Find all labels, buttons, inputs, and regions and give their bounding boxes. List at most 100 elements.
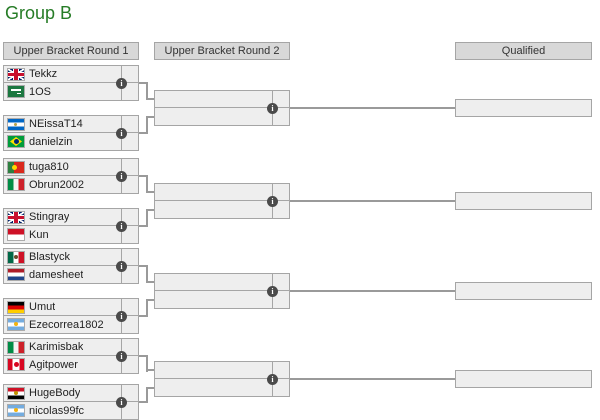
score-cell xyxy=(272,201,289,218)
player-row xyxy=(155,291,289,308)
score-cell xyxy=(121,339,138,355)
match-r1-8: HugeBody nicolas99fc i xyxy=(3,384,139,420)
connector-line xyxy=(139,355,147,357)
qualified-slot-1 xyxy=(455,99,592,117)
player-row: Kun xyxy=(4,226,138,243)
player-name: Stingray xyxy=(29,211,70,223)
info-icon[interactable]: i xyxy=(116,397,127,408)
info-icon[interactable]: i xyxy=(116,351,127,362)
score-cell xyxy=(272,91,289,107)
connector-line xyxy=(290,200,455,202)
player-row: 1OS xyxy=(4,83,138,100)
info-icon[interactable]: i xyxy=(116,171,127,182)
connector-line xyxy=(146,82,148,100)
info-icon[interactable]: i xyxy=(116,78,127,89)
player-row xyxy=(155,274,289,291)
player-row: Obrun2002 xyxy=(4,176,138,193)
flag-portugal-icon xyxy=(8,161,24,173)
player-name: Umut xyxy=(29,301,56,313)
connector-line xyxy=(139,132,147,134)
player-row: Agitpower xyxy=(4,356,138,373)
player-name: Obrun2002 xyxy=(29,178,85,191)
flag-egypt-icon xyxy=(8,387,24,399)
flag-indonesia-icon xyxy=(8,229,24,240)
match-r1-6: Umut Ezecorrea1802 i xyxy=(3,298,139,334)
flag-united-kingdom-icon xyxy=(8,68,24,80)
flag-nicaragua-icon xyxy=(8,118,24,130)
score-cell xyxy=(121,66,138,82)
player-row: Karimisbak xyxy=(4,339,138,356)
connector-line xyxy=(146,98,156,100)
flag-saudi-arabia-icon xyxy=(8,86,24,97)
info-icon[interactable]: i xyxy=(116,311,127,322)
connector-line xyxy=(146,209,148,227)
info-icon[interactable]: i xyxy=(116,221,127,232)
connector-line xyxy=(139,175,147,177)
connector-line xyxy=(146,175,148,193)
score-cell xyxy=(121,116,138,132)
connector-line xyxy=(139,401,147,403)
player-name: nicolas99fc xyxy=(29,404,85,417)
connector-line xyxy=(146,191,156,193)
qualified-slot-2 xyxy=(455,192,592,210)
qualified-slot-3 xyxy=(455,282,592,300)
score-cell xyxy=(272,362,289,378)
match-r1-5: Blastyck damesheet i xyxy=(3,248,139,284)
match-r2-3: i xyxy=(154,273,290,309)
qualified-slot-4 xyxy=(455,370,592,388)
player-row: damesheet xyxy=(4,266,138,283)
score-cell xyxy=(272,291,289,308)
match-r1-2: NEissaT14 danielzin i xyxy=(3,115,139,151)
score-cell xyxy=(121,356,138,373)
connector-line xyxy=(146,116,148,134)
player-name: Ezecorrea1802 xyxy=(29,318,104,331)
connector-line xyxy=(146,265,148,283)
connector-line xyxy=(139,225,147,227)
connector-line xyxy=(139,82,147,84)
score-cell xyxy=(121,83,138,100)
player-row xyxy=(155,91,289,108)
score-cell xyxy=(121,316,138,333)
player-row: tuga810 xyxy=(4,159,138,176)
match-r1-1: Tekkz 1OS i xyxy=(3,65,139,101)
player-row: danielzin xyxy=(4,133,138,150)
flag-mexico-icon xyxy=(8,251,24,263)
connector-line xyxy=(290,290,455,292)
match-r2-1: i xyxy=(154,90,290,126)
player-row xyxy=(155,379,289,396)
flag-italy-icon xyxy=(8,341,24,353)
match-r1-3: tuga810 Obrun2002 i xyxy=(3,158,139,194)
info-icon[interactable]: i xyxy=(267,374,278,385)
player-name: Blastyck xyxy=(29,251,70,263)
match-r2-2: i xyxy=(154,183,290,219)
info-icon[interactable]: i xyxy=(116,261,127,272)
score-cell xyxy=(121,133,138,150)
page-title: Group B xyxy=(5,3,73,23)
player-row xyxy=(155,362,289,379)
score-cell xyxy=(121,209,138,225)
info-icon[interactable]: i xyxy=(267,286,278,297)
flag-germany-icon xyxy=(8,301,24,313)
match-r1-7: Karimisbak Agitpower i xyxy=(3,338,139,374)
score-cell xyxy=(121,385,138,401)
info-icon[interactable]: i xyxy=(116,128,127,139)
player-row: Blastyck xyxy=(4,249,138,266)
flag-brazil-icon xyxy=(8,136,24,147)
flag-canada-icon xyxy=(8,359,24,370)
connector-line xyxy=(146,299,148,317)
player-row xyxy=(155,201,289,218)
player-row: Umut xyxy=(4,299,138,316)
connector-line xyxy=(146,369,156,371)
score-cell xyxy=(272,108,289,125)
connector-line xyxy=(146,355,148,372)
player-row: NEissaT14 xyxy=(4,116,138,133)
info-icon[interactable]: i xyxy=(267,103,278,114)
score-cell xyxy=(121,299,138,315)
column-header-qualified: Qualified xyxy=(455,42,592,60)
flag-italy-icon xyxy=(8,179,24,190)
player-row xyxy=(155,184,289,201)
connector-line xyxy=(146,281,156,283)
connector-line xyxy=(290,107,455,109)
info-icon[interactable]: i xyxy=(267,196,278,207)
score-cell xyxy=(121,176,138,193)
